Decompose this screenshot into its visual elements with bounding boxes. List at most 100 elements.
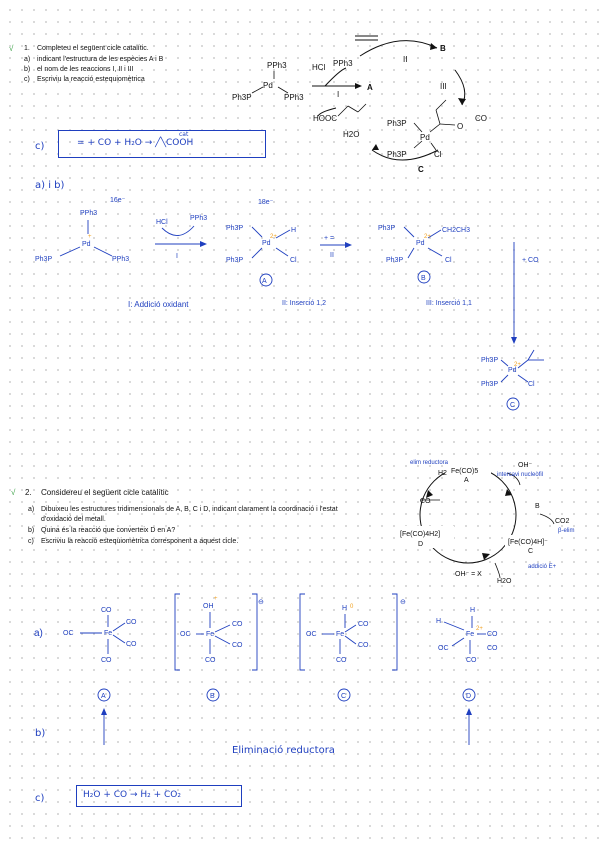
q1-item-c: Escriviu la reacció estequiomètrica — [37, 76, 145, 83]
a-co-bottom: CO — [101, 657, 112, 664]
e18-label: 18e⁻ — [258, 199, 274, 206]
q2-item-a-cont: d'oxidació del metall. — [41, 516, 106, 523]
a-ph3p-bottom: Ph3P — [226, 257, 243, 264]
q1-item-b: el nom de les reaccions I, II i III — [37, 66, 134, 73]
q2-answer-c-box: H₂O + CO → H₂ + CO₂ — [76, 785, 242, 807]
hand-step-ii: II — [330, 252, 334, 259]
q1-number: 1. — [24, 45, 30, 52]
q1-answer-ab-drawing: 16e⁻ 18e⁻ PPh3 Pd Ph3P PPh3 HCl PPh3 I P… — [35, 197, 544, 411]
note-elim-reductora: elim reductora — [410, 460, 449, 466]
q1-answer-c-label: c) — [35, 141, 45, 152]
q1-title: Completeu el següent cicle catalític. — [37, 45, 149, 52]
hand-pph3-leaving: PPh3 — [190, 215, 207, 222]
struct-d-letter: D — [466, 693, 471, 700]
a-co-top: CO — [101, 607, 112, 614]
c-co-right-down: CO — [358, 642, 369, 649]
c-hand-pd: Pd — [508, 367, 517, 374]
co-label: CO — [475, 114, 487, 123]
hooc-label: HOOC — [313, 114, 337, 123]
d-fe: Fe — [466, 631, 474, 638]
q1-item-a: indicant l'estructura de les espècies A … — [37, 56, 164, 63]
svg-text:2+: 2+ — [514, 362, 521, 368]
h2o-label-cycle: H2O — [497, 578, 512, 585]
co2-label: CO2 — [555, 518, 570, 525]
node-fe-co-4-h: [Fe(CO)4H]⁻ — [508, 539, 548, 546]
oh-x-label: OH⁻ = X — [455, 571, 482, 578]
q1-catalytic-cycle: PPh3 Pd Ph3P PPh3 HCl PPh3 A B II III I … — [232, 35, 487, 174]
node-fe-co-5: Fe(CO)5 — [451, 468, 478, 475]
ethylene-structure — [355, 35, 378, 41]
c-hand-circle-label: C — [510, 402, 515, 409]
b-cl: Cl — [445, 257, 452, 264]
node-b-label: B — [440, 44, 446, 53]
svg-text:2+: 2+ — [270, 234, 277, 240]
b-co-right-up: CO — [232, 621, 243, 628]
struct-c-letter: C — [341, 693, 346, 700]
d-h-top: H — [470, 607, 475, 614]
pph3-right-label: PPh3 — [284, 93, 304, 102]
co-label-cycle: CO — [420, 498, 431, 505]
c-ph3p-bottom: Ph3P — [387, 150, 407, 159]
node-a-label: A — [367, 83, 373, 92]
a-fe: Fe — [104, 630, 112, 637]
pd-pph3-3-structure: PPh3 Pd Ph3P PPh3 — [232, 61, 304, 102]
b-co-right-down: CO — [232, 642, 243, 649]
e16-label: 16e⁻ — [110, 197, 126, 204]
q2-answer-a-drawing: a) CO OC Fe CO CO CO A OH OC Fe CO CO CO… — [34, 593, 498, 702]
a-circle-label: A — [262, 278, 267, 285]
hand-pph3-top: PPh3 — [80, 210, 97, 217]
h2-label: H2 — [438, 470, 447, 477]
step-i-label: I — [337, 90, 339, 99]
d-co-bottom: CO — [466, 657, 477, 664]
d-oc: OC — [438, 645, 449, 652]
c-co-bottom: CO — [336, 657, 347, 664]
a-pd: Pd — [262, 240, 271, 247]
pph3-leaving-label: PPh3 — [333, 59, 353, 68]
c-o-label: O — [457, 122, 463, 131]
a-co-right-down: CO — [126, 641, 137, 648]
a-oc-left: OC — [63, 630, 74, 637]
a-ph3p-top: Ph3P — [226, 225, 243, 232]
q2-answer-b-label: b) — [35, 728, 46, 739]
hand-step-i: I — [176, 253, 178, 260]
arrow-ii — [359, 40, 438, 57]
hand-plus-co: + CO — [522, 257, 539, 264]
note-beta-elim: β-elim — [558, 528, 574, 534]
a-co-right-up: CO — [126, 619, 137, 626]
svg-text:2+: 2+ — [424, 234, 431, 240]
q1-item-c-letter: c) — [24, 76, 30, 83]
c-ph3p-top: Ph3P — [387, 119, 407, 128]
b-oc-left: OC — [180, 631, 191, 638]
name-step-ii: II: Inserció 1,2 — [282, 300, 326, 307]
svg-text:+: + — [214, 596, 218, 602]
hand-plus-ethylene: + = — [324, 235, 334, 242]
hand-hcl: HCl — [156, 219, 168, 226]
hand-pph3-right: PPh3 — [112, 256, 129, 263]
step-ii-label: II — [403, 55, 407, 64]
q2-item-c: Escriviu la reacció estequiomètrica corr… — [41, 538, 239, 545]
d-co-right-down: CO — [487, 645, 498, 652]
q1-item-a-letter: a) — [24, 56, 31, 63]
d-h-left: H — [436, 618, 441, 625]
check-mark-1: √ — [9, 44, 14, 53]
svg-text:2+: 2+ — [476, 626, 483, 632]
arrow-return — [371, 149, 439, 161]
struct-a-letter: A — [101, 693, 106, 700]
note-addicio: addició E+ — [528, 564, 557, 570]
name-step-i: I: Addició oxidant — [128, 300, 189, 309]
c-pd-label: Pd — [420, 133, 430, 142]
node-d-letter: D — [418, 541, 423, 548]
q2-answer-a-label: a) — [34, 628, 43, 639]
c-charge: ⊖ — [400, 599, 406, 606]
q2-title: Considereu el següent cicle catalític — [41, 488, 169, 497]
c-cl-label: Cl — [434, 150, 442, 159]
c-hand-ph3p-bottom: Ph3P — [481, 381, 498, 388]
q2-arrows — [101, 708, 472, 745]
q2-item-c-letter: c) — [28, 538, 34, 545]
b-oh: OH — [203, 603, 214, 610]
ph3p-left-label: Ph3P — [232, 93, 252, 102]
q2-catalytic-cycle: Fe(CO)5 A OH⁻ B CO2 [Fe(CO)4H]⁻ C [Fe(CO… — [398, 460, 574, 585]
hand-ph3p-left: Ph3P — [35, 256, 52, 263]
q2-answer-c-label: c) — [35, 793, 45, 804]
b-ph3p-top: Ph3P — [378, 225, 395, 232]
